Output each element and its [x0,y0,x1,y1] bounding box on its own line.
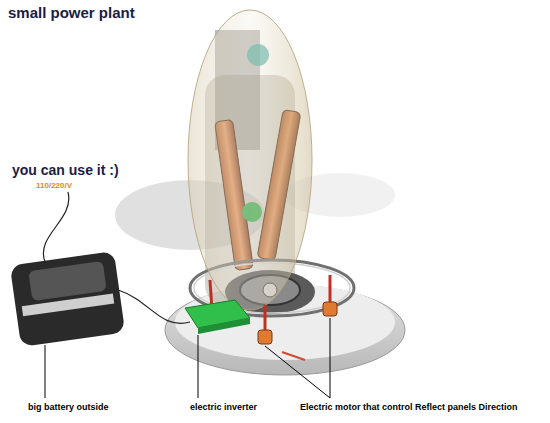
diagram-title: small power plant [8,4,135,21]
part-label: big battery outside [28,402,109,412]
part-label: Electric motor that control Reflect pane… [300,402,518,412]
part-label: electric inverter [190,402,257,412]
voltage-label: 110/220/V [36,181,72,190]
usage-note: you can use it :) [12,162,119,178]
